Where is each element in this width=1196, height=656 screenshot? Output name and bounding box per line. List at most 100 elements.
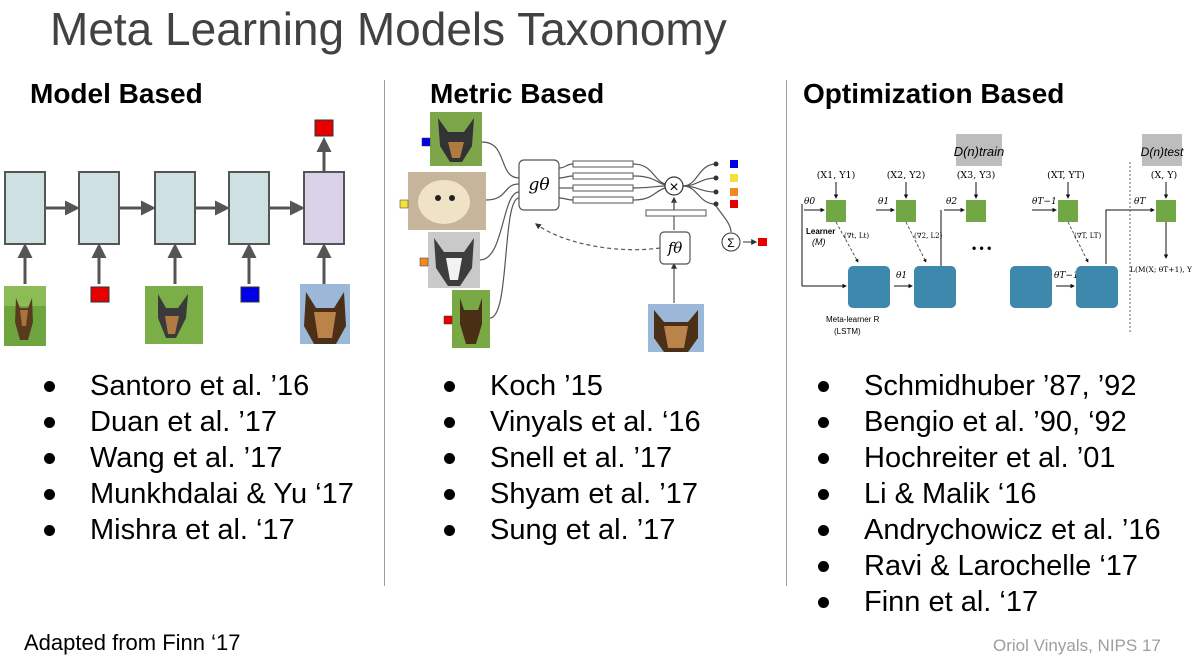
f-theta-box [659, 231, 691, 265]
theta-label: θT−1 [1032, 197, 1057, 207]
product-symbol: × [669, 179, 678, 196]
embedding-bar [572, 196, 634, 204]
learner-square [826, 200, 846, 222]
embedding-bar [572, 160, 634, 168]
support-image-2 [408, 172, 486, 230]
learner-square [966, 200, 986, 222]
column-divider-2 [786, 80, 787, 586]
metric-based-refs: Koch ’15 Vinyals et al. ‘16 Snell et al.… [442, 368, 701, 548]
output-square-red [730, 200, 738, 208]
reference-item: Li & Malik ‘16 [816, 476, 1161, 512]
reference-item: Mishra et al. ‘17 [42, 512, 354, 548]
rnn-cell [78, 171, 120, 245]
loss-label: L(M(X; θT+1), Y [1130, 265, 1193, 274]
label-square-blue [240, 286, 260, 303]
theta-label: θ1 [878, 197, 889, 207]
reference-item: Wang et al. ’17 [42, 440, 354, 476]
rnn-cell [4, 171, 46, 245]
learner-square [1156, 200, 1176, 222]
learner-m-label: (M) [812, 237, 826, 247]
output-square-orange [730, 188, 738, 196]
reference-item: Koch ’15 [442, 368, 701, 404]
support-image-1 [430, 112, 482, 166]
learner-label: Learner [806, 227, 835, 236]
f-theta-label: fθ [667, 239, 683, 257]
reference-item: Snell et al. ’17 [442, 440, 701, 476]
output-label-square [314, 119, 334, 137]
embedding-bar [572, 172, 634, 180]
input-label: (X2, Y2) [887, 170, 926, 181]
footer-attribution: Adapted from Finn ‘17 [24, 630, 241, 655]
learner-square [896, 200, 916, 222]
label-square-red [443, 315, 453, 325]
column-heading-model: Model Based [30, 78, 203, 109]
output-node [713, 201, 719, 207]
reference-item: Munkhdalai & Yu ‘17 [42, 476, 354, 512]
dashed-feedback-arrow [535, 223, 661, 251]
reference-item: Schmidhuber ’87, ’92 [816, 368, 1161, 404]
d-test-label: D(n)test [1141, 145, 1184, 159]
rnn-cell-output [303, 171, 345, 245]
reference-item: Vinyals et al. ‘16 [442, 404, 701, 440]
reference-item: Shyam et al. ’17 [442, 476, 701, 512]
support-image-3 [428, 232, 480, 288]
input-label: (X1, Y1) [817, 170, 856, 181]
support-image-4 [452, 290, 490, 348]
reference-item: Sung et al. ’17 [442, 512, 701, 548]
optimization-based-refs: Schmidhuber ’87, ’92 Bengio et al. ’90, … [816, 368, 1161, 620]
reference-item: Bengio et al. ’90, ‘92 [816, 404, 1161, 440]
rnn-cells [4, 171, 345, 245]
g-theta-box [518, 159, 560, 211]
output-node [713, 161, 719, 167]
theta-label: θ0 [804, 197, 815, 207]
sum-output-square [758, 238, 767, 246]
theta-label: θT [1134, 197, 1146, 207]
column-heading-metric: Metric Based [430, 78, 605, 109]
input-label: (X, Y) [1151, 170, 1178, 181]
grad-label: (∇t, Lt) [844, 232, 869, 240]
optimization-based-diagram: D(n)train D(n)test (X1, Y1) (X2, Y2) (X3… [801, 134, 1193, 336]
dog-image-2 [145, 286, 203, 344]
embedding-bar [572, 184, 634, 192]
meta-learner-box [848, 266, 890, 308]
footer-credit: Oriol Vinyals, NIPS 17 [993, 636, 1161, 655]
product-node [664, 176, 684, 196]
model-based-refs: Santoro et al. ’16 Duan et al. ’17 Wang … [42, 368, 354, 548]
query-image [648, 304, 704, 352]
query-embedding-bar [645, 209, 707, 217]
meta-learner-box [914, 266, 956, 308]
sum-symbol: Σ [727, 236, 734, 250]
theta-label: θ1 [896, 271, 907, 281]
reference-item: Andrychowicz et al. ’16 [816, 512, 1161, 548]
label-square-yellow [399, 199, 409, 209]
output-node [713, 189, 719, 195]
rnn-cell [228, 171, 270, 245]
reference-item: Finn et al. ‘17 [816, 584, 1161, 620]
model-based-diagram [4, 119, 350, 346]
grad-label: (∇T, LT) [1074, 232, 1101, 240]
g-theta-label: gθ [528, 175, 549, 195]
column-divider-1 [384, 80, 385, 586]
reference-item: Duan et al. ’17 [42, 404, 354, 440]
reference-item: Santoro et al. ’16 [42, 368, 354, 404]
lstm-label: (LSTM) [834, 327, 861, 336]
d-train-label: D(n)train [954, 144, 1005, 159]
ellipsis: • • • [972, 241, 991, 255]
dog-image-3 [300, 284, 350, 344]
d-test-box [1142, 134, 1182, 166]
label-square-red [90, 286, 110, 303]
reference-item: Ravi & Larochelle ‘17 [816, 548, 1161, 584]
theta-label: θ2 [946, 197, 957, 207]
input-label: (XT, YT) [1047, 170, 1085, 181]
output-square-yellow [730, 174, 738, 182]
output-square-blue [730, 160, 738, 168]
dog-image-1 [4, 286, 46, 346]
d-train-box [956, 134, 1002, 166]
meta-learner-box [1076, 266, 1118, 308]
input-label: (X3, Y3) [957, 170, 996, 181]
meta-learner-label: Meta-learner R [826, 315, 880, 324]
reference-item: Hochreiter et al. ’01 [816, 440, 1161, 476]
meta-learner-box [1010, 266, 1052, 308]
slide-title: Meta Learning Models Taxonomy [50, 3, 727, 55]
learner-square [1058, 200, 1078, 222]
